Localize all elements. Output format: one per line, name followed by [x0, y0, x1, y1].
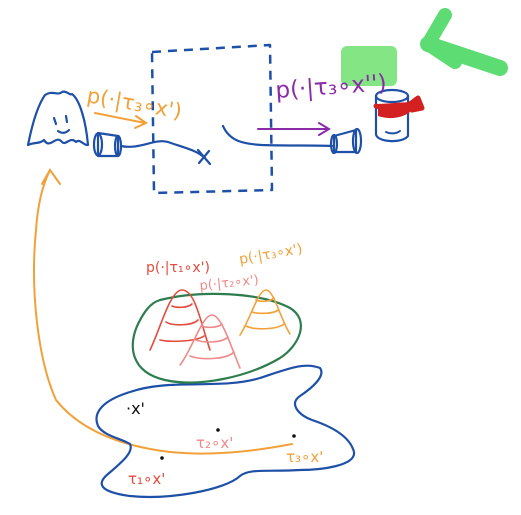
distribution-label-3: p(·|τ₃∘x') — [238, 241, 304, 268]
distribution-peak-3 — [239, 289, 291, 336]
distribution-peak-2 — [179, 314, 241, 369]
orange-connector — [33, 168, 293, 455]
highlight-arrow-icon — [420, 8, 508, 76]
purple-arrow — [257, 122, 331, 136]
point-x-label: ·x' — [126, 399, 145, 418]
distribution-surface — [131, 292, 302, 384]
point-t3-label: τ₃∘x' — [286, 448, 323, 466]
point-t1: τ₁∘x' — [128, 456, 165, 488]
top-right-equation: p(·|τ₃∘x'') — [275, 70, 388, 104]
point-t2-label: τ₂∘x' — [196, 434, 233, 452]
point-t3: τ₃∘x' — [286, 434, 323, 466]
distribution-label-2: p(·|τ₂∘x') — [199, 273, 260, 294]
orange-arrow — [94, 112, 149, 129]
data-manifold — [95, 364, 356, 498]
dashed-box — [150, 43, 274, 195]
right-can-phone — [221, 124, 363, 155]
blindfolded-character — [373, 88, 425, 143]
distribution-label-1: p(·|τ₁∘x') — [146, 260, 210, 276]
point-t2: τ₂∘x' — [196, 428, 233, 452]
top-left-equation: p(·|τ₃∘x') — [85, 83, 184, 124]
label-highlight — [341, 46, 397, 86]
ghost-character — [26, 90, 90, 147]
point-t1-label: τ₁∘x' — [128, 470, 165, 488]
left-can-phone — [92, 131, 212, 166]
